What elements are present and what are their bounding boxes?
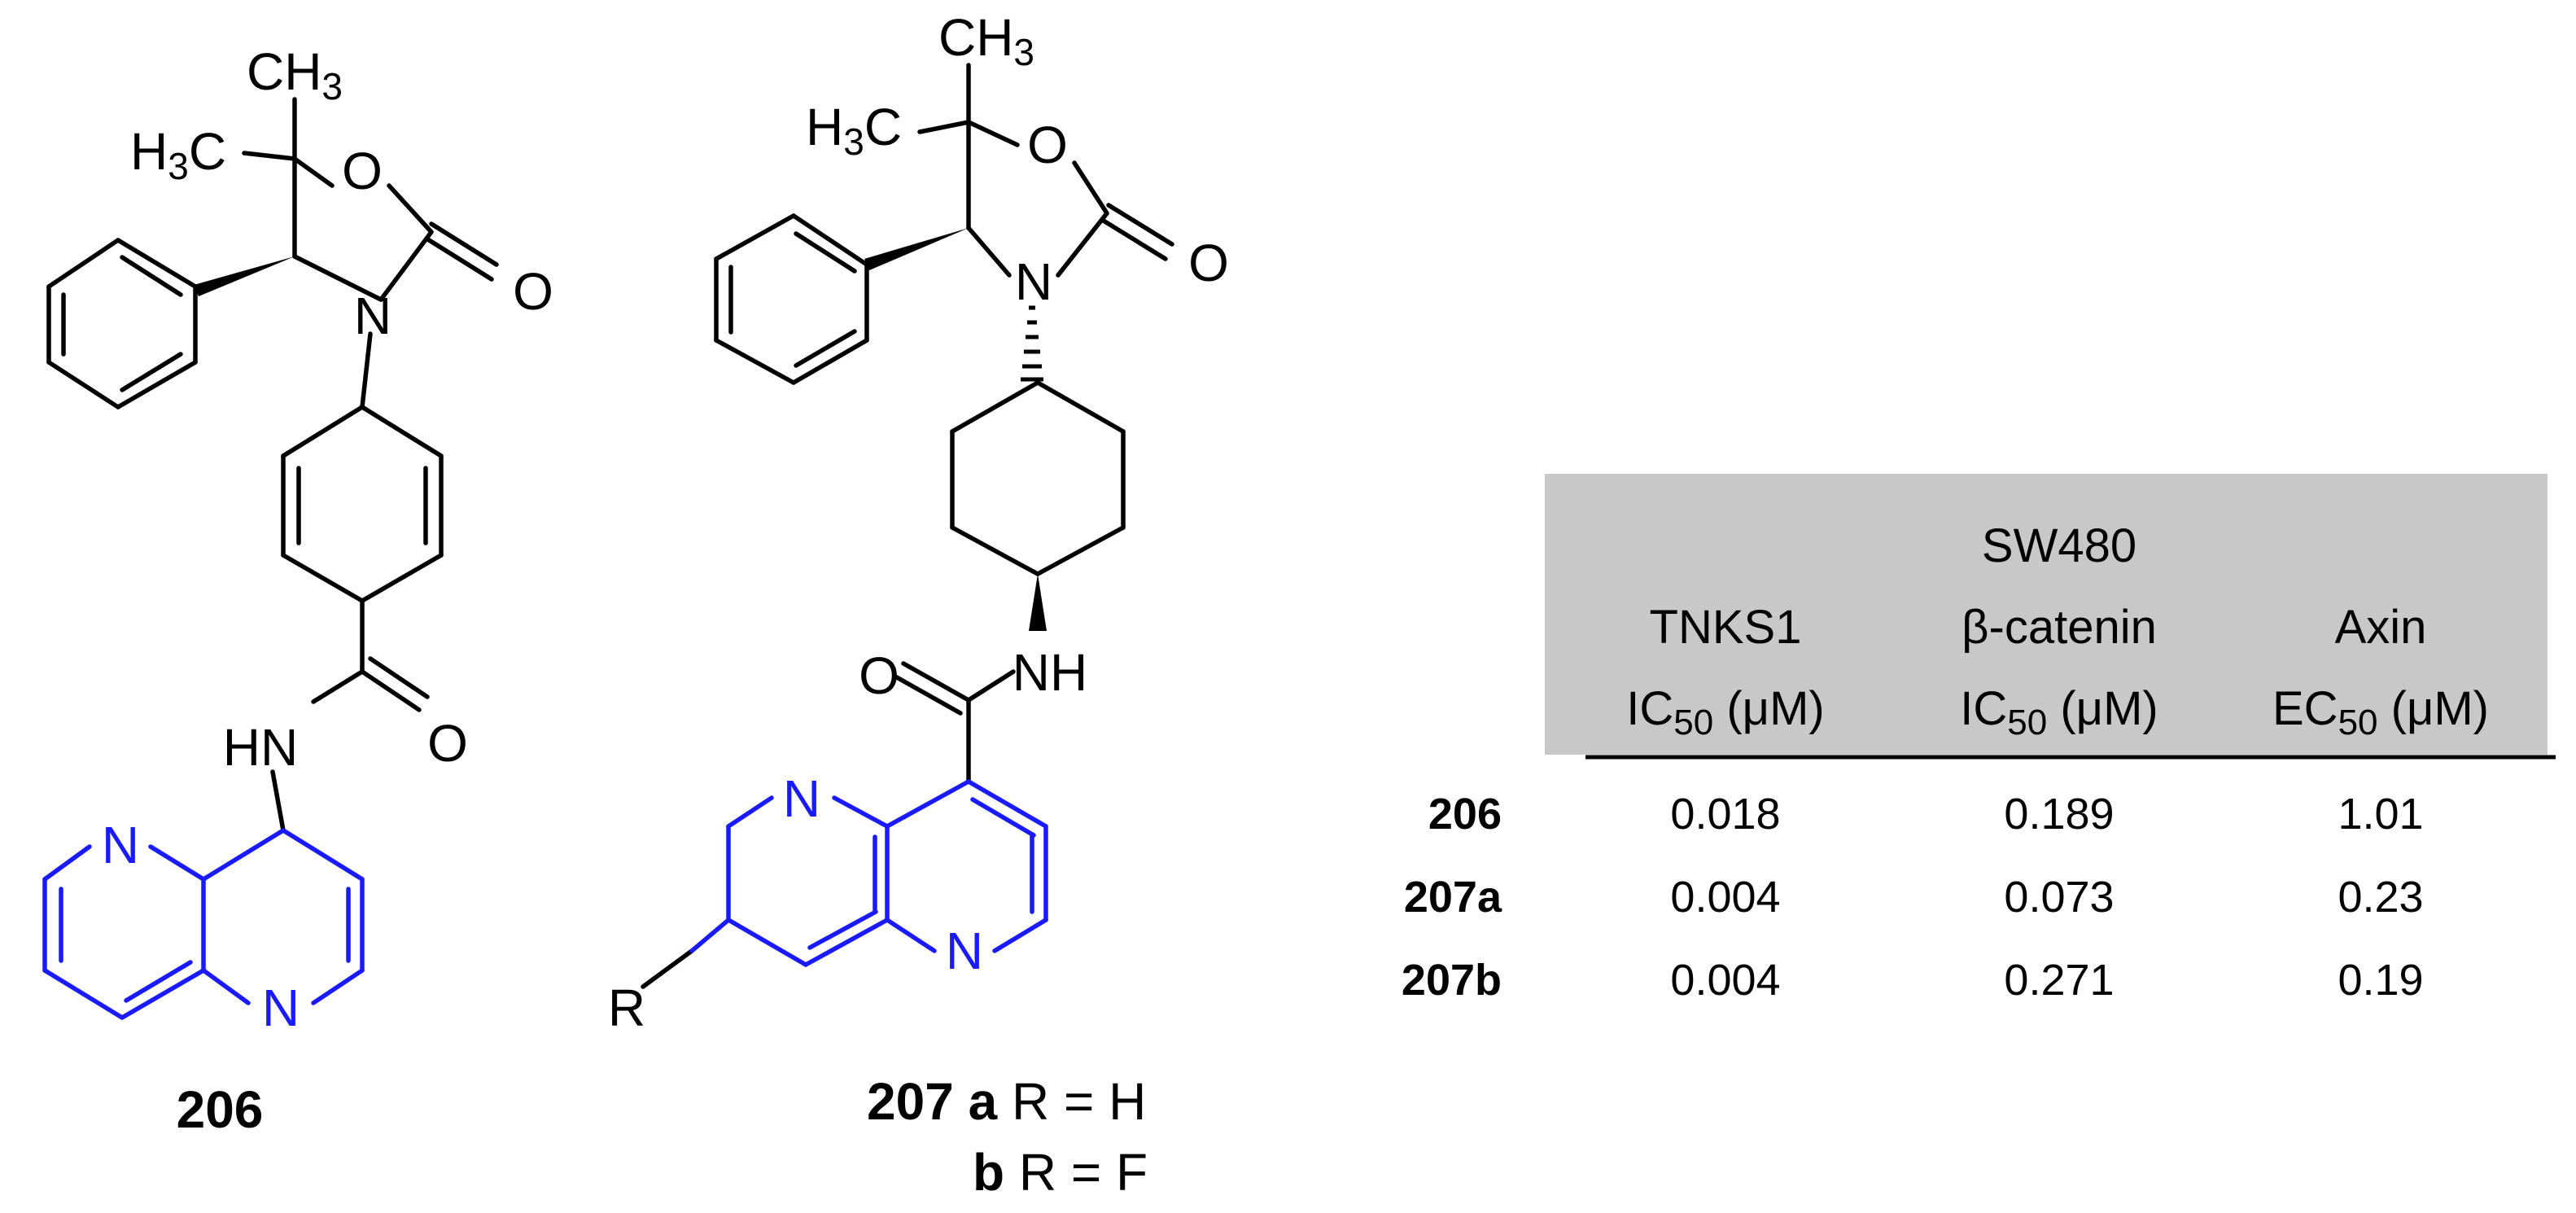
structure-207: CH3 H3C O O N O NH N N R 207 a R = H b R… [608,8,1229,1202]
table-row: 206 0.018 0.189 1.01 [1428,790,2424,839]
header-tnks1-line2: TNKS1 [1650,601,1802,654]
header-sw480-line3: IC50 (μM) [1960,682,2158,742]
activity-table: TNKS1 IC50 (μM) SW480 β-catenin IC50 (μM… [1402,474,2556,1005]
wedge-bond-phenyl [864,228,969,270]
cell-sw480: 0.271 [2004,956,2114,1005]
wedge-bond-nh [1029,574,1047,631]
hashed-bond [1021,305,1043,382]
oxygen-ring-label: O [1027,116,1068,174]
nitrogen-naphthyridine-bottom-label: N [262,979,300,1037]
cell-tnks1: 0.004 [1670,873,1780,922]
nitrogen-ring-label: N [354,287,391,345]
cell-sw480: 0.189 [2004,790,2114,839]
h3c-label: H3C [806,98,902,163]
compound-207-caption-b: b R = F [973,1143,1148,1202]
naphthyridine-207 [689,779,1048,967]
cell-axin: 1.01 [2338,790,2423,839]
naphthyridine-206 [42,828,365,1020]
oxygen-carbonyl-label: O [513,262,553,321]
nitrogen-ring-label: N [1015,252,1052,311]
cell-sw480: 0.073 [2004,873,2114,922]
oxygen-amide-label: O [427,714,468,773]
oxygen-carbonyl-label: O [1188,234,1229,292]
row-compound-id: 206 [1428,790,1502,839]
table-header-background [1545,474,2548,755]
r-group-label: R [608,979,645,1037]
structure-207-bonds [641,63,1174,989]
cell-tnks1: 0.018 [1670,790,1780,839]
row-compound-id: 207a [1404,873,1502,922]
cell-axin: 0.23 [2338,873,2423,922]
header-axin-line3: EC50 (μM) [2272,682,2489,742]
amide-nh-label: HN [223,718,298,777]
h3c-label: H3C [130,122,226,187]
header-sw480-line1: SW480 [1982,519,2136,572]
row-compound-id: 207b [1402,956,1502,1005]
oxygen-amide-label: O [859,646,899,705]
nitrogen-naphthyridine-top-label: N [783,769,820,828]
structure-206: CH3 H3C O O N HN O N N 206 [42,42,553,1139]
structure-206-bonds [46,97,499,833]
header-axin-line2: Axin [2335,601,2427,654]
compound-207-caption-a: 207 a R = H [867,1072,1146,1131]
amide-nh-label: NH [1012,643,1087,702]
compound-206-label: 206 [177,1080,264,1139]
cell-tnks1: 0.004 [1670,956,1780,1005]
nitrogen-naphthyridine-bottom-label: N [946,922,983,980]
nitrogen-naphthyridine-top-label: N [102,816,139,874]
ch3-label: CH3 [247,42,343,107]
table-row: 207b 0.004 0.271 0.19 [1402,956,2424,1005]
cell-axin: 0.19 [2338,956,2423,1005]
ch3-label: CH3 [938,8,1034,73]
header-tnks1-line3: IC50 (μM) [1626,682,1824,742]
table-row: 207a 0.004 0.073 0.23 [1404,873,2424,922]
header-sw480-line2: β-catenin [1962,601,2157,654]
wedge-bond [194,256,295,296]
oxygen-ring-label: O [342,142,383,200]
